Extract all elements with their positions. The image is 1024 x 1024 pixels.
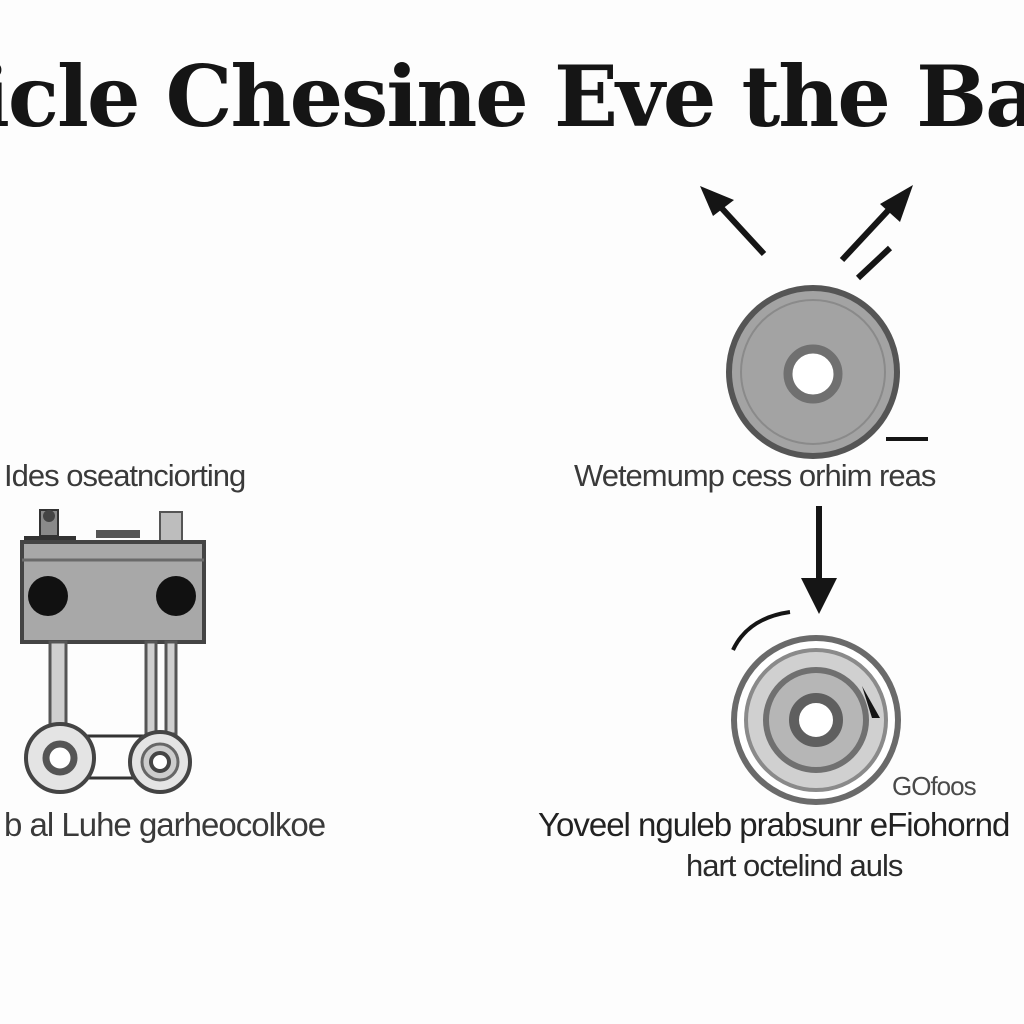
label-left-bottom: b al Luhe garheocolkoe — [4, 806, 326, 843]
label-left-top: Ides oseatnciorting — [4, 458, 246, 493]
diverging-arrows-icon — [700, 185, 913, 281]
label-right-bottom-2: hart octelind auls — [686, 848, 903, 883]
label-right-bottom: Yoveel nguleb prabsunr eFiohornd — [538, 806, 1010, 843]
arrow-down-icon — [801, 506, 837, 614]
disc-icon-bottom — [731, 610, 901, 805]
label-right-top: Wetemump cess orhim reas — [574, 458, 936, 493]
disc-icon-top — [726, 285, 928, 459]
diagram-title: icle Chesine Eve the Baking A — [0, 52, 1024, 142]
label-small-right: GOfoos — [892, 771, 977, 801]
machine-icon — [20, 509, 206, 794]
